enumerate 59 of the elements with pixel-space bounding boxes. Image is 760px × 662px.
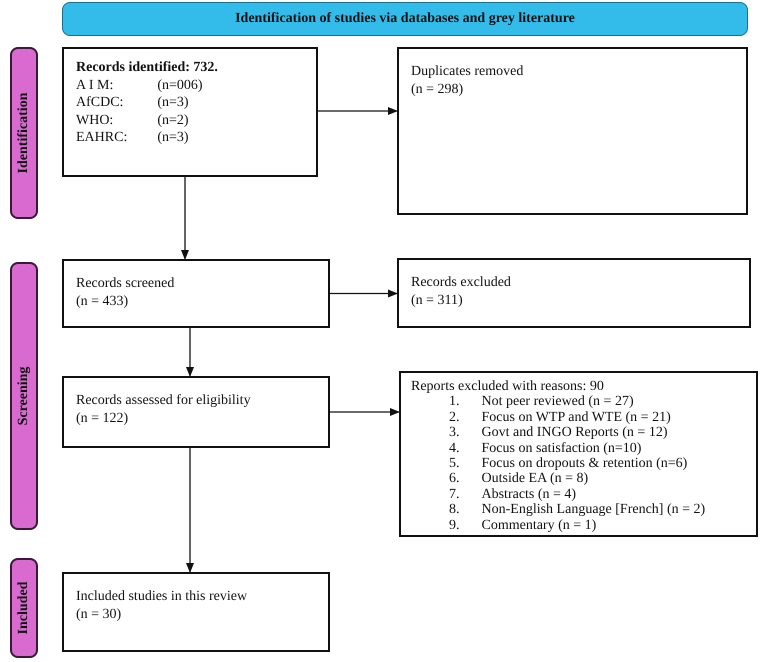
process-box xyxy=(62,376,330,448)
phase-title: Included xyxy=(16,582,32,634)
arrow xyxy=(186,448,194,573)
box-text: (n = 122) xyxy=(76,410,130,427)
box-text: (n=3) xyxy=(157,94,190,112)
box-text: (n=006) xyxy=(157,76,204,94)
arrow xyxy=(186,328,194,377)
process-box xyxy=(397,47,748,215)
box-text: (n=3) xyxy=(157,129,190,146)
list-number: 3. xyxy=(449,425,460,441)
phase-label xyxy=(10,262,38,530)
list-text: Focus on satisfaction (n=10) xyxy=(482,440,642,456)
process-box xyxy=(62,47,318,177)
process-box xyxy=(62,259,330,328)
box-text: WHO: xyxy=(76,112,114,129)
arrow xyxy=(181,177,189,260)
list-text: Focus on dropouts & retention (n=6) xyxy=(482,456,688,472)
list-text: Not peer reviewed (n = 27) xyxy=(482,394,635,410)
list-number: 1. xyxy=(449,394,460,410)
box-text: Records excluded xyxy=(411,274,512,292)
list-number: 6. xyxy=(449,471,460,487)
box-heading: Reports excluded with reasons: 90 xyxy=(411,379,605,394)
arrow xyxy=(330,290,398,298)
list-number: 9. xyxy=(449,518,460,533)
phase-title: Screening xyxy=(16,366,32,426)
stage-banner xyxy=(62,2,748,36)
box-text: (n = 433) xyxy=(76,292,130,310)
process-box xyxy=(397,258,751,328)
list-text: Govt and INGO Reports (n = 12) xyxy=(482,425,668,441)
process-box xyxy=(399,371,758,537)
arrow xyxy=(330,408,400,416)
box-text: (n = 30) xyxy=(76,606,122,623)
box-heading: Records identified: 732. xyxy=(76,59,219,76)
list-text: Abstracts (n = 4) xyxy=(482,486,578,502)
phase-title: Identification xyxy=(16,92,32,174)
process-box xyxy=(62,572,330,652)
box-text: Records screened xyxy=(76,275,176,292)
box-text: Records assessed for eligibility xyxy=(76,392,252,410)
list-number: 7. xyxy=(449,486,460,502)
box-text: Included studies in this review xyxy=(76,588,248,606)
box-text: (n = 298) xyxy=(411,80,464,98)
phase-label xyxy=(10,558,38,658)
box-text: A I M: xyxy=(76,76,114,94)
box-text: (n=2) xyxy=(157,112,190,129)
banner-title: Identification of studies via databases and grey literature xyxy=(235,11,575,27)
box-text: EAHRC: xyxy=(76,129,128,146)
list-number: 8. xyxy=(449,502,460,518)
list-text: Outside EA (n = 8) xyxy=(482,471,590,487)
list-number: 5. xyxy=(449,456,460,472)
list-text: Commentary (n = 1) xyxy=(482,518,598,533)
box-text: (n = 311) xyxy=(411,292,464,309)
list-text: Focus on WTP and WTE (n = 21) xyxy=(482,410,672,426)
phase-label xyxy=(10,47,38,219)
arrow xyxy=(318,107,398,115)
box-text: AfCDC: xyxy=(76,94,124,112)
list-text: Non-English Language [French] (n = 2) xyxy=(482,502,706,518)
box-text: Duplicates removed xyxy=(411,63,524,80)
list-number: 2. xyxy=(449,410,460,426)
list-number: 4. xyxy=(449,440,460,456)
